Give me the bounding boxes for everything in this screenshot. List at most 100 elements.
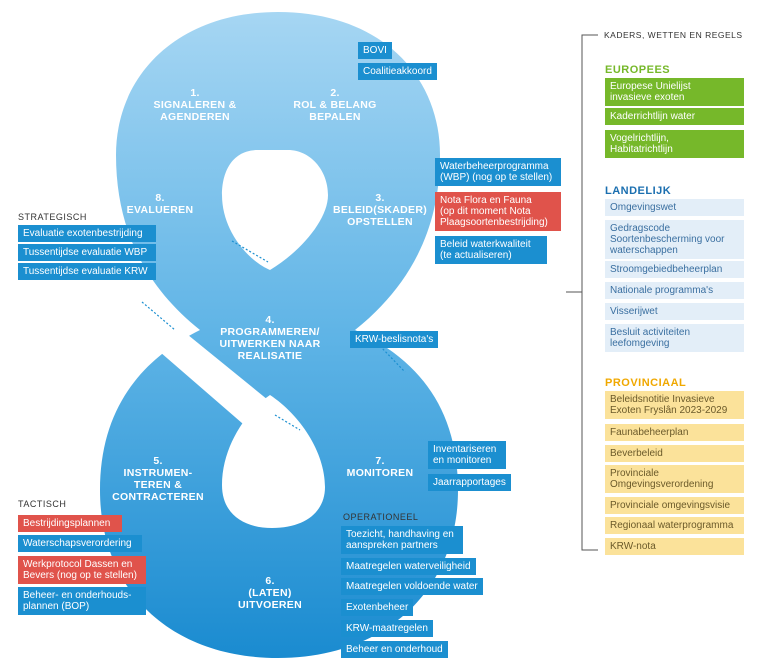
law-line: Provinciale (610, 468, 659, 479)
law-regionaal-waterprogramma: Regionaal waterprogramma (605, 517, 744, 534)
box-line: Plaagsoortenbestrijding) (440, 217, 548, 228)
stage-text: AGENDEREN (160, 111, 230, 123)
law-beleidsnotitie: Beleidsnotitie Invasieve Exoten Fryslân … (605, 391, 744, 419)
box-line: Toezicht, handhaving en (346, 529, 454, 540)
law-krw-nota: KRW-nota (605, 538, 744, 555)
law-line: Faunabeheerplan (610, 427, 689, 438)
law-line: Soortenbescherming voor (610, 234, 725, 245)
box-jaarrapportages: Jaarrapportages (428, 474, 511, 491)
connector-line (274, 414, 301, 431)
law-line: invasieve exoten (610, 92, 685, 103)
box-maatregelen-waterveiligheid: Maatregelen waterveiligheid (341, 558, 476, 575)
law-line: waterschappen (610, 245, 678, 256)
box-line: Inventariseren (433, 444, 497, 455)
box-line: (WBP) (nog op te stellen) (440, 172, 553, 183)
stage-number: 5. (153, 455, 163, 467)
law-line: Europese Unielijst (610, 81, 691, 92)
box-waterbeheerprogramma: Waterbeheerprogramma (WBP) (nog op te st… (435, 158, 561, 186)
stage-text: UITWERKEN NAAR (219, 338, 321, 350)
box-exotenbeheer: Exotenbeheer (341, 599, 414, 616)
level-operationeel: OPERATIONEEL (343, 512, 419, 522)
box-werkprotocol: Werkprotocol Dassen en Bevers (nog op te… (18, 556, 146, 584)
provinciaal-heading: PROVINCIAAL (605, 377, 687, 389)
stage-6-label: 6. (LATEN) UITVOEREN (220, 575, 320, 611)
law-line: KRW-nota (610, 541, 656, 552)
law-faunabeheerplan: Faunabeheerplan (605, 424, 744, 441)
box-bop: Beheer- en onderhouds- plannen (BOP) (18, 587, 146, 615)
stage-text: OPSTELLEN (347, 216, 413, 228)
connector-line (231, 240, 269, 263)
box-line: (te actualiseren) (440, 250, 512, 261)
stage-text: INSTRUMEN- (123, 467, 193, 479)
stage-number: 4. (265, 314, 275, 326)
law-stroomgebiedbeheerplan: Stroomgebiedbeheerplan (605, 261, 744, 278)
stage-number: 2. (330, 87, 340, 99)
stage-text: ROL & BELANG (293, 99, 377, 111)
box-krw-maatregelen: KRW-maatregelen (341, 620, 433, 637)
laws-title: KADERS, WETTEN EN REGELS (604, 30, 743, 40)
stage-text: CONTRACTEREN (112, 491, 204, 503)
law-besluit-activiteiten: Besluit activiteiten leefomgeving (605, 324, 744, 352)
law-line: Besluit activiteiten (610, 327, 691, 338)
europees-heading: EUROPEES (605, 64, 671, 76)
stage-7-label: 7. MONITOREN (335, 455, 425, 479)
stage-text: MONITOREN (346, 467, 414, 479)
law-line: Stroomgebiedbeheerplan (610, 264, 723, 275)
law-provinciale-omgevingsverordening: Provinciale Omgevingsverordening (605, 465, 744, 493)
level-tactisch: TACTISCH (18, 499, 67, 509)
crossing-band-upper (100, 300, 305, 430)
stage-text: UITVOEREN (238, 599, 302, 611)
law-line: Visserijwet (610, 306, 658, 317)
stage-text: TEREN & (133, 479, 183, 491)
landelijk-heading: LANDELIJK (605, 185, 672, 197)
stage-number: 7. (375, 455, 385, 467)
box-beleid-waterkwaliteit: Beleid waterkwaliteit (te actualiseren) (435, 236, 547, 264)
box-nota-flora-fauna: Nota Flora en Fauna (op dit moment Nota … (435, 192, 561, 231)
law-line: Gedragscode (610, 223, 671, 234)
box-line: plannen (BOP) (23, 601, 90, 612)
law-line: Beleidsnotitie Invasieve (610, 394, 715, 405)
law-line: Provinciale omgevingsvisie (610, 500, 731, 511)
box-line: aanspreken partners (346, 540, 438, 551)
box-line: Nota Flora en Fauna (440, 195, 532, 206)
law-gedragscode: Gedragscode Soortenbescherming voor wate… (605, 220, 744, 259)
law-line: Regionaal waterprogramma (610, 520, 734, 531)
law-vogelrichtlijn: Vogelrichtlijn, Habitatrichtlijn (605, 130, 744, 158)
box-beheer-onderhoud: Beheer en onderhoud (341, 641, 448, 658)
box-line: Waterbeheerprogramma (440, 161, 549, 172)
stage-text: PROGRAMMEREN/ (220, 326, 320, 338)
box-line: Werkprotocol Dassen en (23, 559, 133, 570)
law-nationale-programmas: Nationale programma's (605, 282, 744, 299)
box-tussentijdse-wbp: Tussentijdse evaluatie WBP (18, 244, 156, 261)
law-provinciale-omgevingsvisie: Provinciale omgevingsvisie (605, 497, 744, 514)
stage-text: SIGNALEREN & (153, 99, 237, 111)
law-line: Omgevingswet (610, 202, 677, 213)
stage-text: (LATEN) (248, 587, 292, 599)
law-line: Habitatrichtlijn (610, 144, 673, 155)
stage-3-label: 3. BELEID(SKADER) OPSTELLEN (320, 192, 440, 228)
stage-5-label: 5. INSTRUMEN- TEREN & CONTRACTEREN (103, 455, 213, 503)
box-line: Bevers (nog op te stellen) (23, 570, 137, 581)
box-toezicht: Toezicht, handhaving en aanspreken partn… (341, 526, 463, 554)
stage-1-label: 1. SIGNALEREN & AGENDEREN (140, 87, 250, 123)
law-europese-unielijst: Europese Unielijst invasieve exoten (605, 78, 744, 106)
box-line: (op dit moment Nota (440, 206, 531, 217)
law-omgevingswet: Omgevingswet (605, 199, 744, 216)
box-bestrijdingsplannen: Bestrijdingsplannen (18, 515, 122, 532)
eight-shape (100, 12, 458, 658)
law-line: Kaderrichtlijn water (610, 111, 696, 122)
box-evaluatie-exotenbestrijding: Evaluatie exotenbestrijding (18, 225, 156, 242)
stage-text: REALISATIE (237, 350, 303, 362)
law-visserijwet: Visserijwet (605, 303, 744, 320)
box-inventariseren: Inventariseren en monitoren (428, 441, 506, 469)
box-tussentijdse-krw: Tussentijdse evaluatie KRW (18, 263, 156, 280)
law-line: Omgevingsverordening (610, 479, 714, 490)
law-line: leefomgeving (610, 338, 670, 349)
laws-bracket (566, 34, 598, 551)
stage-text: BEPALEN (309, 111, 361, 123)
law-line: Nationale programma's (610, 285, 714, 296)
box-krw-beslisnota: KRW-beslisnota's (350, 331, 439, 348)
stage-number: 6. (265, 575, 275, 587)
stage-text: BELEID(SKADER) (332, 204, 428, 216)
